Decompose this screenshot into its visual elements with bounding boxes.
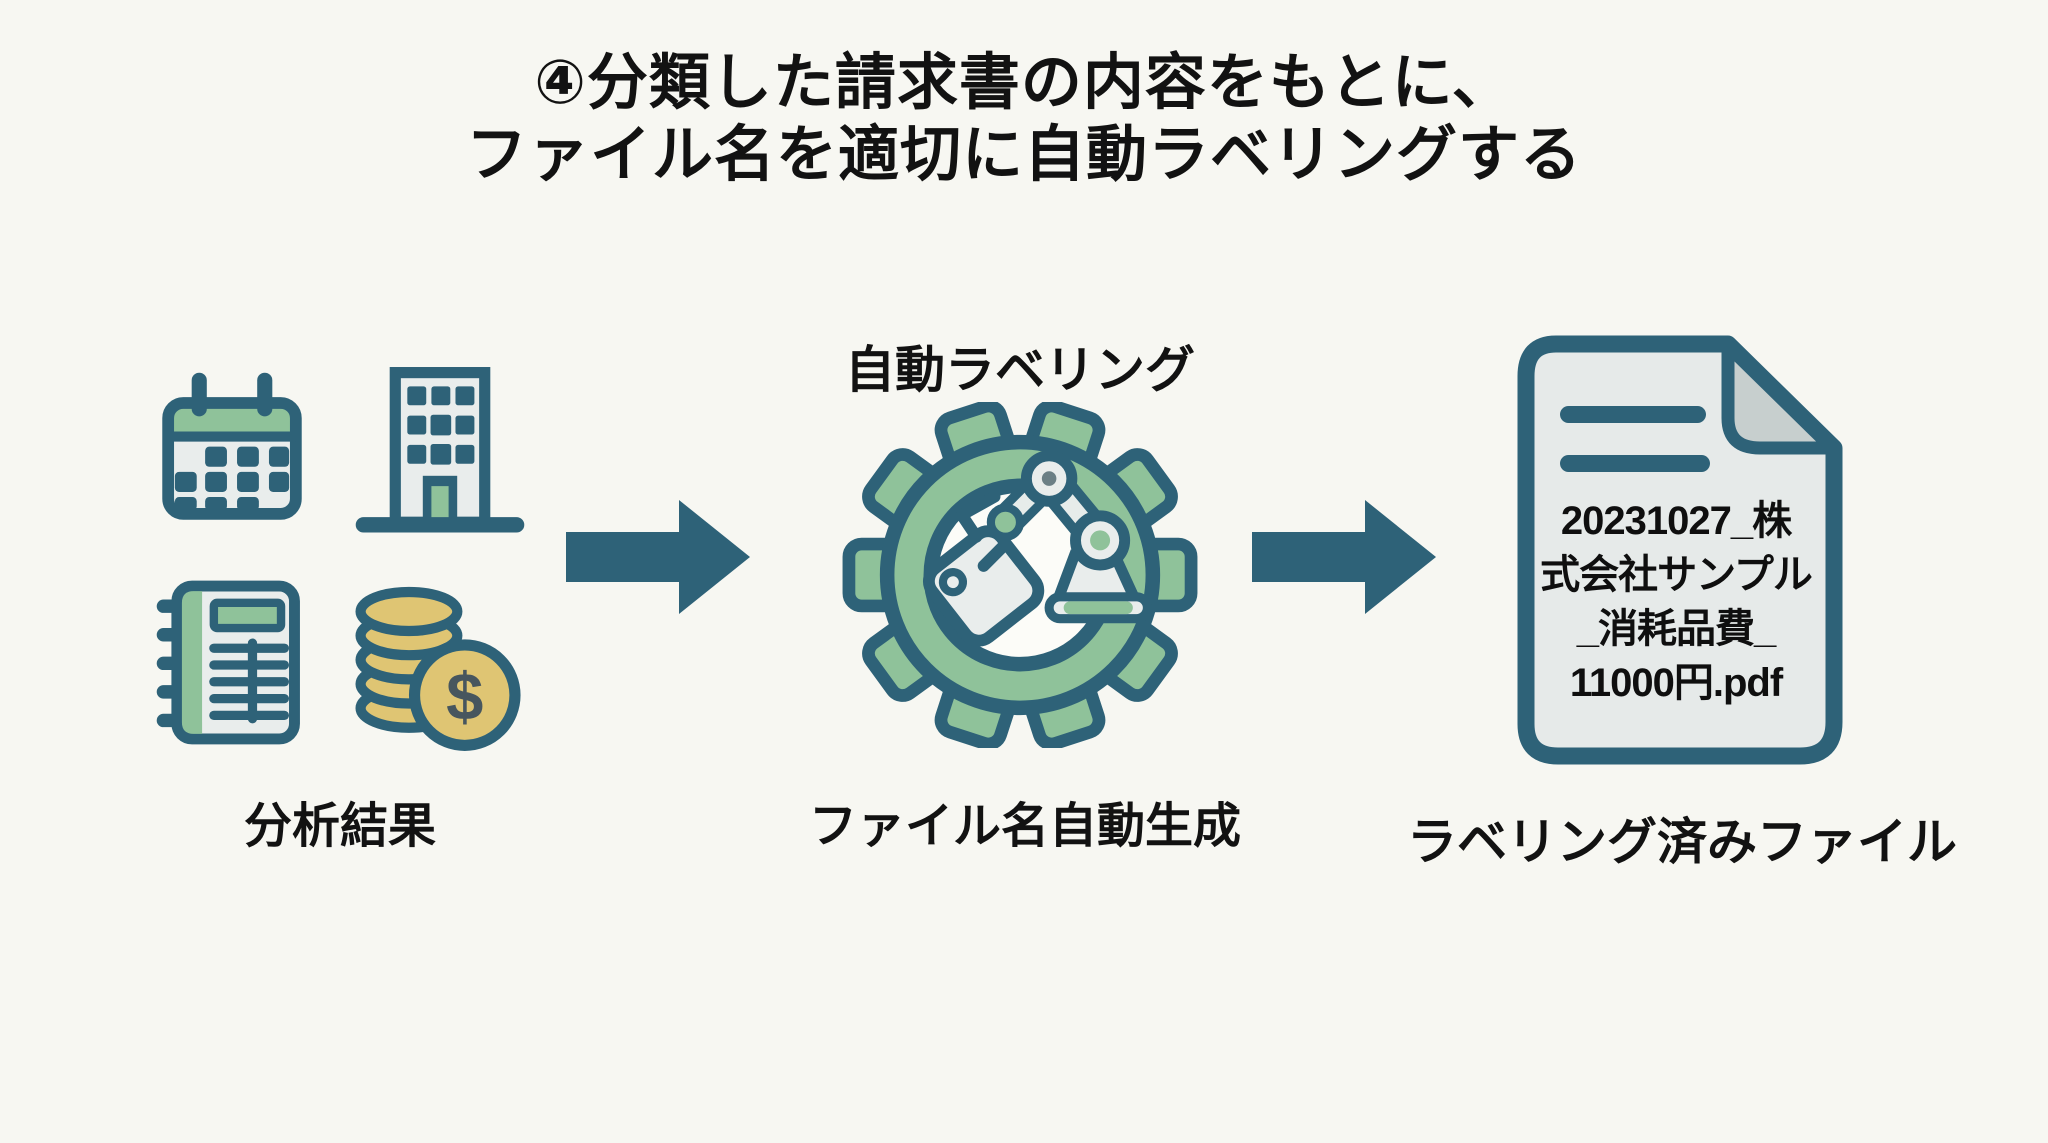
page-title: ④分類した請求書の内容をもとに、 ファイル名を適切に自動ラベリングする xyxy=(0,46,2048,190)
analysis-result-label: 分析結果 xyxy=(243,800,436,853)
filename-generation-label: ファイル名自動生成 xyxy=(808,800,1241,853)
title-line-2: ファイル名を適切に自動ラベリングする xyxy=(465,120,1582,188)
dollar-sign: $ xyxy=(446,660,483,735)
gear-robot-arm-tag-icon xyxy=(842,402,1198,748)
coins-icon: $ xyxy=(355,586,521,751)
calendar-icon xyxy=(162,372,302,520)
robot-arm xyxy=(955,450,1152,624)
generated-filename: 20231027_株 式会社サンプル _消耗品費_ 11000円.pdf xyxy=(1518,494,1834,710)
document-text-line-1 xyxy=(1560,406,1706,423)
filename-line-4: 11000円.pdf xyxy=(1569,661,1783,705)
flow-arrow-2 xyxy=(1252,500,1436,614)
auto-labeling-label: 自動ラベリング xyxy=(845,342,1195,398)
document-text-line-2 xyxy=(1560,455,1710,472)
filename-line-3: _消耗品費_ xyxy=(1576,607,1777,651)
document-outline xyxy=(1517,335,1843,765)
ledger-notebook-icon xyxy=(156,580,300,745)
labeled-file-label: ラベリング済みファイル xyxy=(1407,814,1957,870)
labeled-document-icon: 20231027_株 式会社サンプル _消耗品費_ 11000円.pdf xyxy=(1512,330,1848,770)
flow-arrow-1 xyxy=(566,500,750,614)
price-tag xyxy=(922,525,1045,647)
filename-line-1: 20231027_株 xyxy=(1560,499,1792,543)
filename-line-2: 式会社サンプル xyxy=(1540,553,1813,597)
building-icon xyxy=(355,367,525,533)
title-line-1: ④分類した請求書の内容をもとに、 xyxy=(534,48,1514,116)
